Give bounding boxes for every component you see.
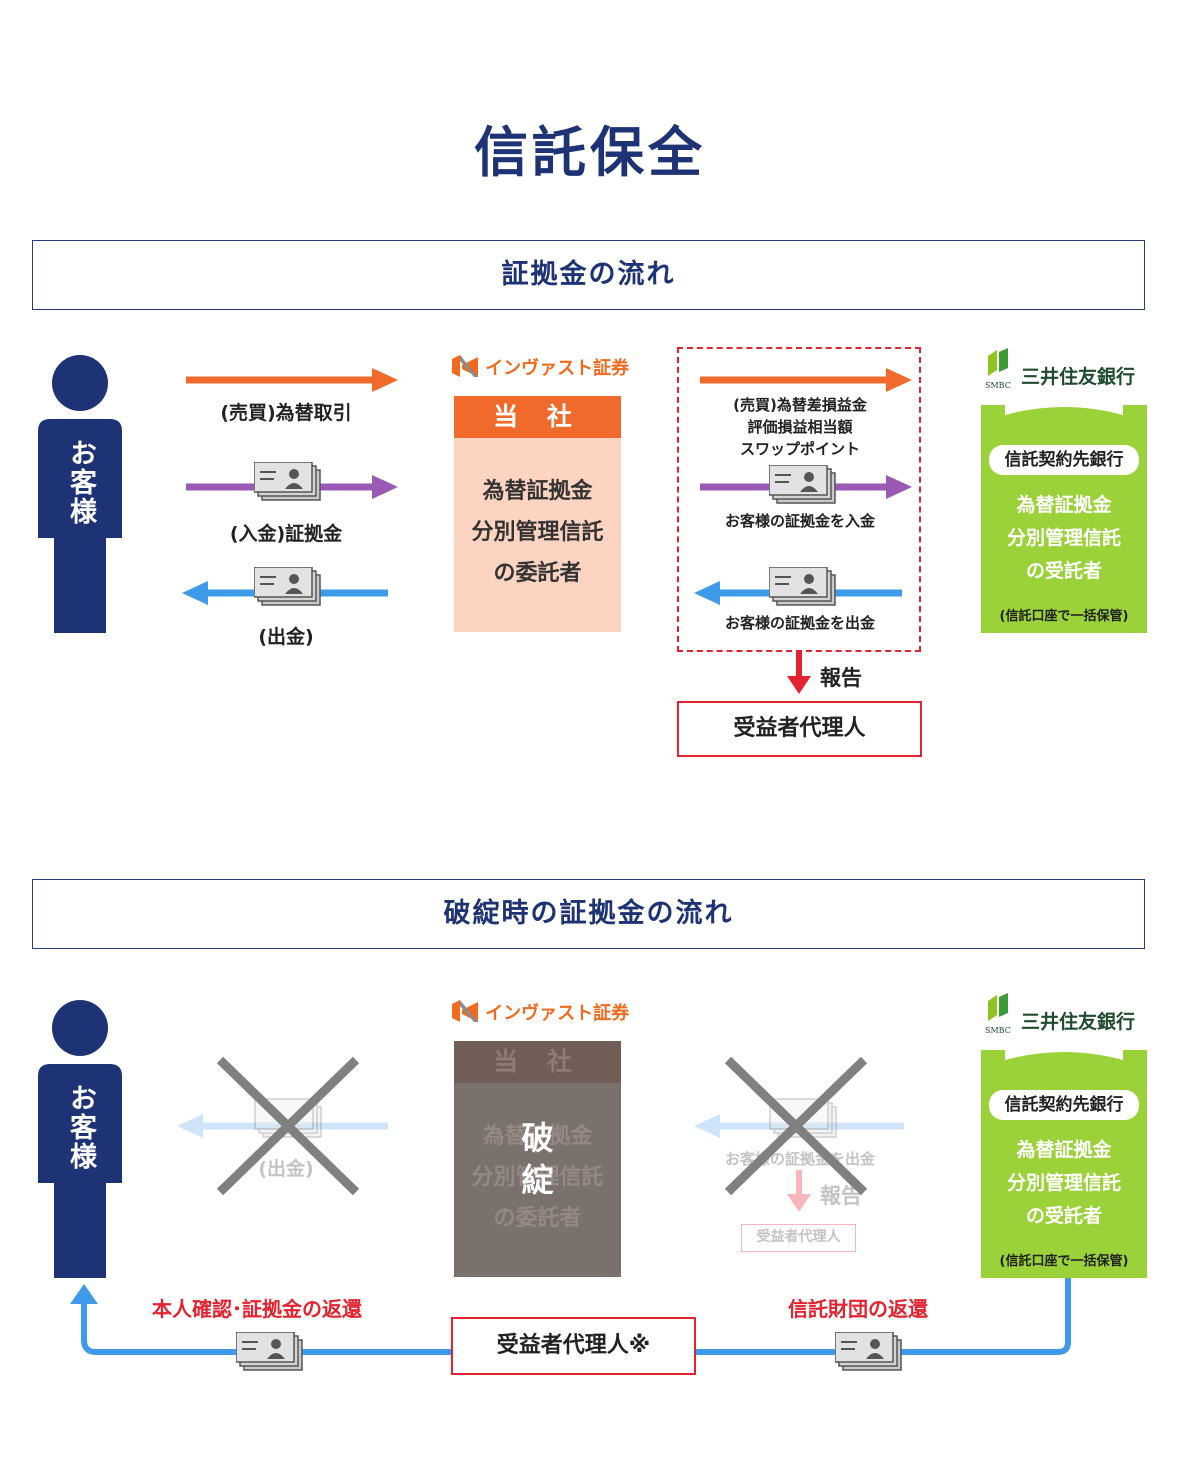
arrow-withdraw-label-disabled: (出金) — [258, 1158, 314, 1180]
company-body: 為替証拠金 分別管理信託 の委託者 — [471, 1124, 604, 1231]
bank-note: (信託口座で一括保管) — [999, 609, 1129, 624]
trust-flow-box — [677, 347, 921, 652]
arrow-right-orange — [886, 368, 912, 392]
money-icon — [254, 462, 321, 501]
arrow-withdraw-label: (出金) — [258, 626, 314, 648]
bank-note: (信託口座で一括保管) — [999, 1254, 1129, 1269]
bank-box: 信託契約先銀行 為替証拠金 分別管理信託 の受託者 (信託口座で一括保管) — [981, 1050, 1147, 1278]
invast-logo: インヴァスト証券 — [452, 999, 629, 1024]
money-icon — [769, 465, 836, 504]
invast-logo-icon — [452, 1000, 478, 1022]
arrow-left-blue — [182, 581, 208, 605]
person-icon — [38, 1000, 122, 1278]
report-arrow-disabled — [787, 1170, 811, 1212]
svg-text:SMBC: SMBC — [985, 381, 1011, 390]
smbc-logo-icon: SMBC — [985, 993, 1011, 1035]
bank-body: 為替証拠金 分別管理信託 の受託者 — [1006, 494, 1121, 582]
person-icon — [38, 355, 122, 633]
flow-withdraw-label: お客様の証拠金を出金 — [724, 614, 875, 632]
bank-body: 為替証拠金 分別管理信託 の受託者 — [1006, 1139, 1121, 1227]
money-icon — [835, 1332, 902, 1371]
cross-icon — [724, 1056, 868, 1196]
customer-figure: お客様 — [38, 355, 122, 635]
page-title: 信託保全 — [474, 121, 706, 184]
arrow-up-blue — [70, 1284, 98, 1304]
invast-logo-icon — [452, 355, 478, 377]
section-header-margin-flow: 証拠金の流れ — [32, 240, 1145, 310]
invast-logo: インヴァスト証券 — [452, 354, 629, 379]
money-icon — [769, 567, 836, 606]
money-icon — [236, 1332, 303, 1371]
beneficiary-agent-box: 受益者代理人※ — [451, 1317, 696, 1375]
beneficiary-agent-box: 受益者代理人 — [677, 701, 922, 757]
arrow-right-purple — [372, 475, 398, 499]
customer-label: お客様 — [65, 1084, 96, 1171]
report-arrow — [787, 652, 811, 694]
arrow-right-purple — [886, 475, 912, 499]
company-box-bankrupt: 当 社 為替証拠金 分別管理信託 の委託者 破 綻 — [454, 1041, 621, 1277]
beneficiary-agent-small-disabled: 受益者代理人 — [741, 1224, 856, 1252]
flow-trade-label: (売買)為替差損益金 評価損益相当額 スワップポイント — [733, 396, 867, 458]
bank-badge: 信託契約先銀行 — [989, 445, 1139, 475]
company-box: 当 社 為替証拠金 分別管理信託 の委託者 — [454, 396, 621, 632]
arrow-trade-label: (売買)為替取引 — [220, 402, 352, 424]
svg-text:SMBC: SMBC — [985, 1026, 1011, 1035]
bankrupt-label: 破 綻 — [521, 1119, 554, 1199]
money-icon — [254, 567, 321, 606]
bank-box: 信託契約先銀行 為替証拠金 分別管理信託 の受託者 (信託口座で一括保管) — [981, 405, 1147, 633]
return-right-label: 信託財団の返還 — [788, 1297, 928, 1321]
company-body: 為替証拠金 分別管理信託 の委託者 — [454, 438, 621, 632]
return-left-label: 本人確認･証拠金の返還 — [152, 1297, 362, 1321]
arrow-deposit-label: (入金)証拠金 — [229, 523, 343, 545]
customer-label: お客様 — [65, 439, 96, 526]
section-header-bankruptcy-flow: 破綻時の証拠金の流れ — [32, 879, 1145, 949]
smbc-logo-icon: SMBC — [985, 348, 1011, 390]
bank-badge: 信託契約先銀行 — [989, 1090, 1139, 1120]
cross-icon — [216, 1056, 360, 1196]
arrow-right-orange — [372, 368, 398, 392]
company-head: 当 社 — [454, 1041, 621, 1083]
report-label: 報告 — [820, 666, 862, 690]
company-head: 当 社 — [454, 396, 621, 438]
arrow-left-blue — [694, 581, 720, 605]
flow-deposit-label: お客様の証拠金を入金 — [724, 512, 875, 530]
customer-figure: お客様 — [38, 1000, 122, 1280]
